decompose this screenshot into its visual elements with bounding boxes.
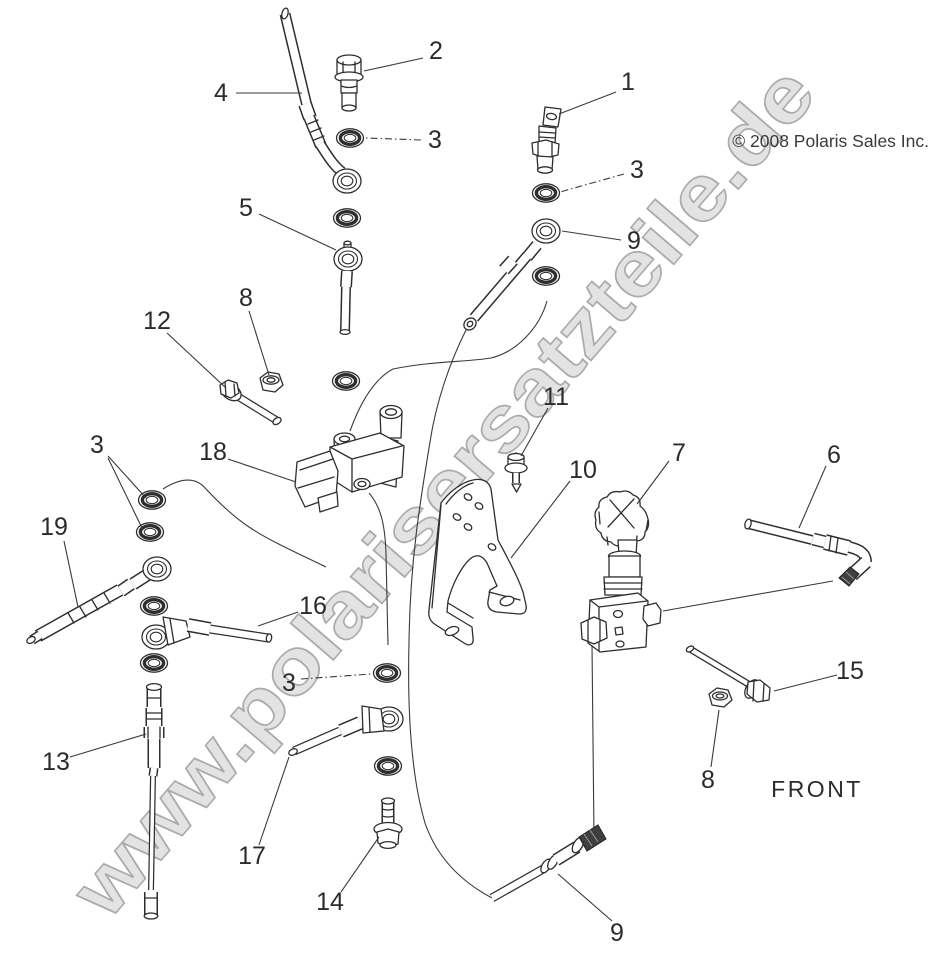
part-8-nut-left [259,371,284,393]
route-valve18-to-banjo9 [349,300,548,432]
callout-label-15: 15 [836,657,864,685]
watermark: www.polarisersatzteile.de www.polarisers… [50,46,835,938]
part-2-banjo-bolt [334,54,364,112]
threaded-end [578,824,607,852]
banjo-eye [531,218,561,244]
front-label: FRONT [771,776,863,802]
watermark-text: www.polarisersatzteile.de [53,49,831,934]
callout-label-5: 5 [239,194,253,222]
callout-label-8: 8 [239,284,253,312]
leader-line [363,57,424,72]
washer [334,127,366,149]
callout-label-16: 16 [299,592,327,620]
leader-line [69,733,147,758]
callout-label-9: 9 [610,919,624,947]
leader-line [166,332,227,389]
leader-line [300,673,372,680]
callout-label-3: 3 [90,431,104,459]
leader-line [107,455,147,499]
callout-label-6: 6 [827,441,841,469]
callout-label-12: 12 [143,307,171,335]
part-13-hose-assembly [143,682,165,920]
leader-line [258,213,337,251]
callout-label-9: 9 [627,227,641,255]
part-17-brake-line [288,705,404,756]
leader-line [365,137,422,141]
leader-line [248,310,270,376]
route-valve7-to-hose6 [662,580,834,612]
leader-line [257,611,299,627]
callout-label-1: 1 [621,68,635,96]
callout-label-8: 8 [701,766,715,794]
leader-line [561,230,622,241]
part-5-brake-line-short [333,240,363,336]
callout-label-7: 7 [672,439,686,467]
part-12-bolt [219,379,282,426]
part-7-pressure-valve [580,490,662,653]
part-19-brake-line [26,556,172,645]
callout-label-18: 18 [199,438,227,466]
threaded-end [838,566,860,587]
callout-label-4: 4 [214,79,228,107]
part-11-screw [504,452,528,493]
leader-line [559,173,625,193]
route-leftstack-to-valve18 [162,479,327,568]
part-16-brake-line [141,616,273,650]
banjo-eye [142,556,172,582]
callout-label-3: 3 [282,669,296,697]
callout-label-17: 17 [238,842,266,870]
leader-line [636,460,670,505]
leader-line [107,457,144,531]
route-valve18-to-stack17 [368,492,389,646]
part-9-hose-assembly [408,218,607,902]
callout-label-2: 2 [429,37,443,65]
washer [331,207,363,229]
banjo-eye [333,246,363,272]
washer [530,265,562,287]
part-15-bolt [685,645,771,703]
leader-line [258,756,290,846]
leader-line [557,873,613,922]
washer [138,652,170,674]
part-4-brake-line-upper [279,7,362,194]
washer [372,755,404,777]
leader-line [340,836,380,893]
leader-line [63,540,79,608]
part-1-switch [531,106,562,174]
banjo-eye [332,168,362,194]
leader-line [520,407,549,457]
route-valve7-to-hose9 [591,644,595,837]
callout-label-19: 19 [40,513,68,541]
leader-line [558,91,617,115]
hose-route-lines [162,300,834,837]
part-10-bracket [428,478,527,646]
part-6-brake-line [744,518,872,587]
leader-line [798,465,827,529]
leader-line [510,480,571,559]
copyright-text: © 2008 Polaris Sales Inc. [732,131,929,151]
leader-line [773,674,838,692]
washer [371,662,403,684]
callout-label-11: 11 [543,383,569,411]
part-14-banjo-bolt [373,797,403,850]
part-18-valve-block [294,404,405,513]
washer [330,370,362,392]
callout-label-3: 3 [630,156,644,184]
washer [530,182,562,204]
hose-flex-route [408,329,493,899]
leader-line [227,458,297,483]
part-8-nut-right [708,687,733,708]
callout-label-14: 14 [316,888,344,916]
callout-label-13: 13 [42,748,70,776]
washer [138,595,170,617]
callout-label-10: 10 [569,456,597,484]
leader-line [710,709,720,768]
callout-label-3: 3 [428,126,442,154]
